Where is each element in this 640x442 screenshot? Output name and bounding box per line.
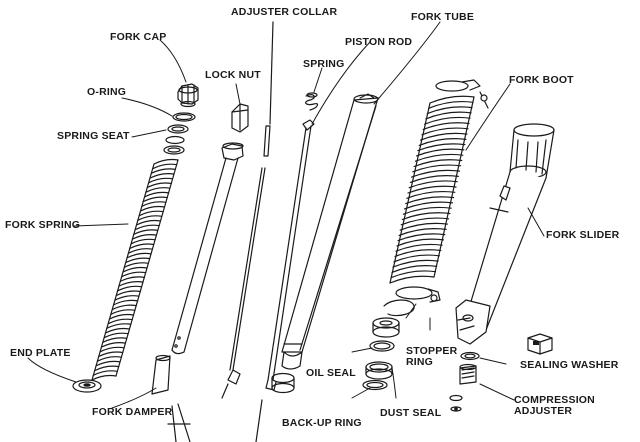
compression-adjuster-part xyxy=(449,363,477,412)
end-plate-label: END PLATE xyxy=(10,347,71,359)
fork-boot-label: FORK BOOT xyxy=(509,74,574,86)
boot-pleat-lines xyxy=(389,95,475,284)
spring-coil-lines xyxy=(91,158,179,381)
boot-outline xyxy=(389,96,475,284)
fork-tube-label: FORK TUBE xyxy=(411,11,475,23)
compression-adjuster-label: COMPRESSION ADJUSTER xyxy=(514,395,595,417)
leader-lines xyxy=(27,21,545,409)
oil-seal-label: OIL SEAL xyxy=(306,367,356,379)
lock-nut-part xyxy=(231,103,249,133)
sealing-washer-label: SEALING WASHER xyxy=(520,359,619,371)
stopper-ring-label-line2: RING xyxy=(406,356,434,368)
back-up-ring-label: BACK-UP RING xyxy=(282,417,362,429)
fork-cap-part xyxy=(177,83,199,108)
spring-outline xyxy=(91,159,179,381)
compression-adjuster-label-line2: ADJUSTER xyxy=(514,405,573,417)
fork-boot-part xyxy=(389,95,475,284)
piston-rod-label: PISTON ROD xyxy=(345,36,413,48)
lock-nut-label: LOCK NUT xyxy=(205,69,261,81)
spring-label: SPRING xyxy=(303,58,345,70)
stopper-ring-label: STOPPER RING xyxy=(406,346,457,368)
fork-slider-part xyxy=(455,123,555,345)
o-ring-part xyxy=(172,112,196,122)
fork-slider-label: FORK SLIDER xyxy=(546,229,620,241)
end-plate-part xyxy=(72,379,102,393)
stopper-ring-label-line1: STOPPER xyxy=(406,345,458,357)
sealing-washer-part xyxy=(460,333,553,361)
adjuster-rod-part xyxy=(221,167,266,399)
fork-damper-part xyxy=(151,142,244,442)
compression-adjuster-label-line1: COMPRESSION xyxy=(514,394,595,406)
fork-spring-label: FORK SPRING xyxy=(5,219,81,231)
seal-stack-part xyxy=(362,317,400,391)
tube-bushings-part xyxy=(271,372,295,394)
piston-rod-part xyxy=(255,119,315,442)
small-spring-part xyxy=(305,92,319,111)
fork-tube-part xyxy=(281,93,379,370)
adjuster-collar-label: ADJUSTER COLLAR xyxy=(231,6,338,18)
fork-damper-label: FORK DAMPER xyxy=(92,406,173,418)
boot-clamp-part xyxy=(395,79,489,303)
adjuster-collar-part xyxy=(263,125,271,157)
spring-seat-part xyxy=(163,124,189,155)
fork-cap-label: FORK CAP xyxy=(110,31,167,43)
fork-spring-part xyxy=(91,158,179,381)
o-ring-label: O-RING xyxy=(87,86,127,98)
dust-seal-label: DUST SEAL xyxy=(380,407,442,419)
spring-seat-label: SPRING SEAT xyxy=(57,130,130,142)
